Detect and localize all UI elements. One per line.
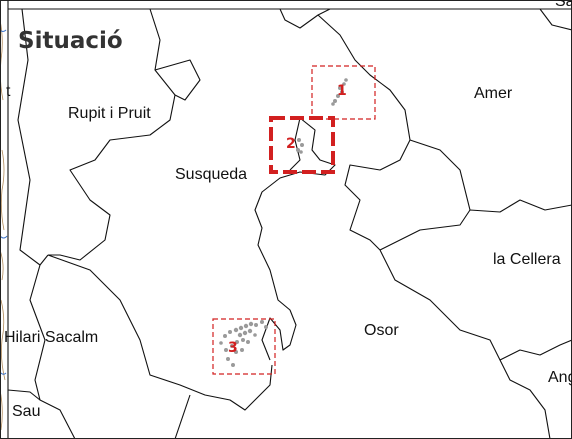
label-hilari-sacalm: Hilari Sacalm	[4, 329, 99, 346]
label-amer: Amer	[474, 85, 513, 102]
label-sa-top: Sa	[555, 0, 572, 10]
zone-1-number: 1	[337, 83, 347, 99]
label-sau: Sau	[12, 403, 41, 420]
zone-3-box	[212, 318, 276, 375]
zone-3-points	[219, 320, 268, 367]
zone-3-group	[212, 318, 276, 375]
zone-3-number: 3	[228, 340, 238, 356]
label-rupit: Rupit i Pruit	[68, 105, 151, 122]
zone-2-number: 2	[286, 136, 296, 152]
map-title: Situació	[18, 28, 123, 54]
label-osor: Osor	[364, 322, 399, 339]
zone-2-box	[269, 116, 335, 174]
zone-2-points	[296, 138, 304, 154]
zone-1-group	[311, 65, 376, 120]
zone-1-points	[331, 78, 348, 106]
zone-2-group	[269, 116, 335, 174]
label-ang: Ang	[548, 369, 572, 386]
label-t-left: t	[6, 83, 11, 100]
label-la-cellera: la Cellera	[493, 251, 561, 268]
municipal-boundaries	[7, 0, 572, 439]
zone-1-box	[311, 65, 376, 120]
label-susqueda: Susqueda	[175, 166, 248, 183]
